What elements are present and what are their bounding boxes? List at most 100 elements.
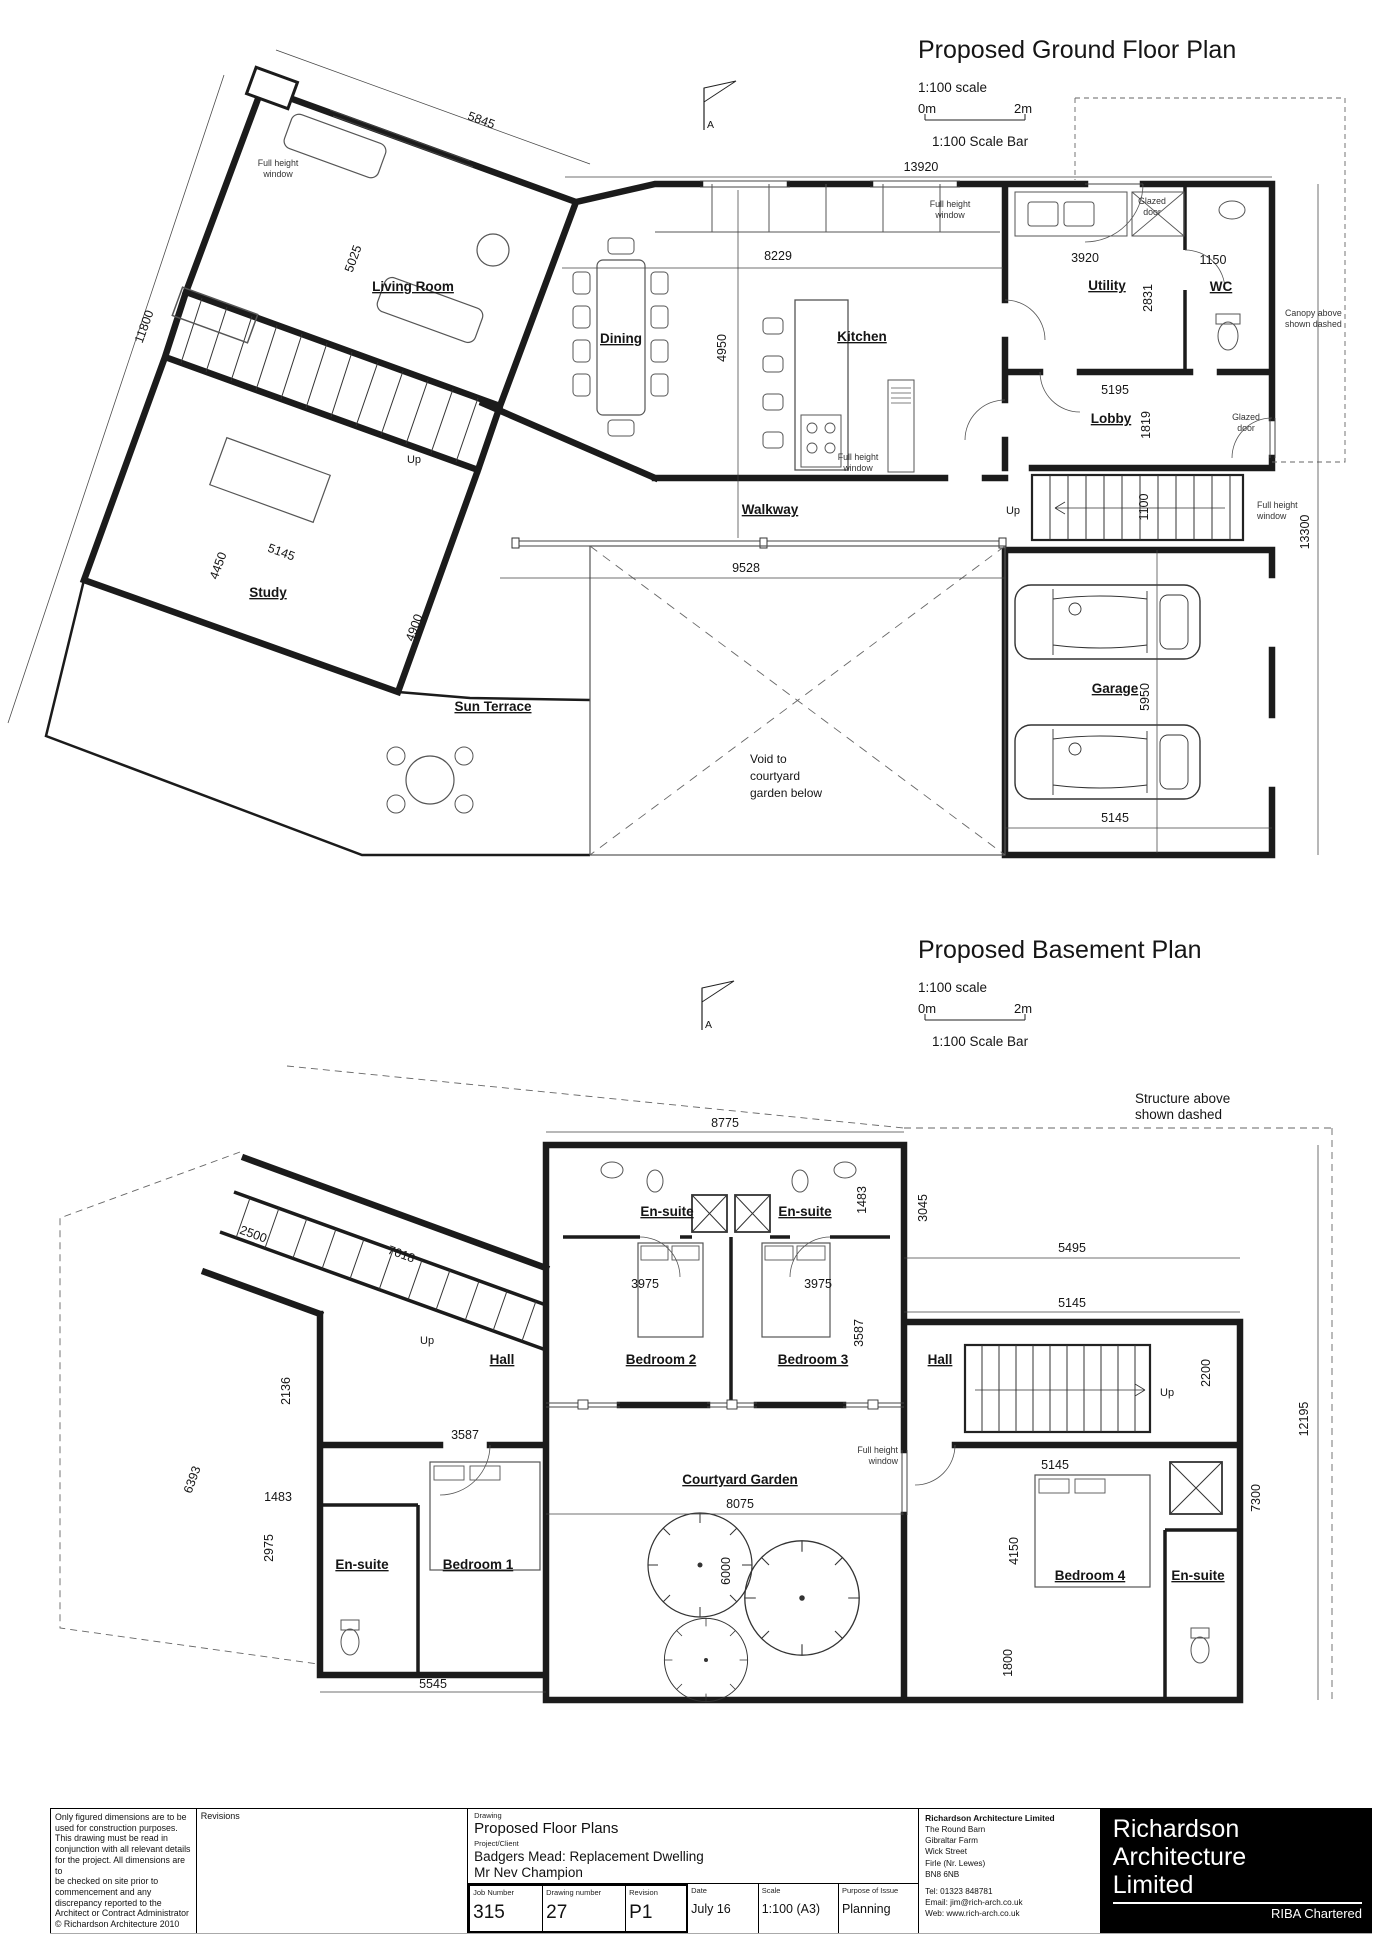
room-label-sun-terrace: Sun Terrace — [454, 699, 532, 714]
dim-8229: 8229 — [764, 249, 792, 263]
ann-up-right: Up — [1006, 505, 1020, 517]
bs-north-arrow: A — [701, 980, 735, 1031]
company-email: Email: jim@rich-arch.co.uk — [925, 1897, 1023, 1907]
ann-glazed-door-1: Glazed — [1232, 412, 1260, 422]
brand-line-2: Architecture — [1112, 1843, 1247, 1871]
company-details: Richardson Architecture Limited The Roun… — [919, 1809, 1101, 1933]
gf-stairs — [180, 297, 1245, 542]
client-name: Mr Nev Champion — [474, 1865, 583, 1881]
gf-room-labels: Living Room Dining Kitchen Utility WC Lo… — [249, 278, 1232, 714]
company-address-line: Firle (Nr. Lewes) — [925, 1858, 986, 1868]
room-label-bedroom-1: Bedroom 1 — [443, 1557, 514, 1572]
dim-1150: 1150 — [1200, 253, 1227, 267]
bs-scale-note: 1:100 scale — [918, 980, 987, 995]
gf-scale-note: 1:100 scale — [918, 80, 987, 95]
ann-full-height-2: window — [262, 169, 293, 179]
dim-6000: 6000 — [719, 1557, 733, 1585]
dim-9528: 9528 — [732, 561, 760, 575]
company-address-line: BN8 6NB — [925, 1869, 960, 1879]
dim-3920: 3920 — [1071, 251, 1099, 265]
note-line: conjunction with all relevant details — [55, 1844, 191, 1855]
dim-5145-b: 5145 — [1041, 1458, 1069, 1472]
dim-5145-a: 5145 — [1058, 1296, 1086, 1310]
ann-void-2: courtyard — [750, 769, 800, 783]
room-label-study: Study — [249, 585, 287, 600]
basement-plan: A Proposed Basement Plan 1:100 scale 0m … — [59, 936, 1333, 1704]
brand-line-1: Richardson — [1112, 1815, 1240, 1843]
dim-6393: 6393 — [181, 1464, 204, 1495]
gf-canopy-dashed — [1074, 97, 1346, 463]
ann-up-right: Up — [1160, 1387, 1174, 1399]
title-block: Only figured dimensions are to be used f… — [50, 1808, 1372, 1934]
bs-bar-2m: 2m — [1014, 1001, 1032, 1016]
ann-glazed-door-2: door — [1237, 423, 1255, 433]
dim-1800: 1800 — [1001, 1649, 1015, 1677]
gf-scale-bar — [924, 114, 1026, 121]
dim-2500: 2500 — [238, 1223, 269, 1246]
note-line: used for construction purposes. — [55, 1822, 178, 1833]
ground-floor-plan: A Proposed Ground Floor Plan 1:100 scale… — [7, 36, 1346, 859]
ann-canopy-1: Canopy above — [1285, 308, 1342, 318]
job-number-value: 315 — [473, 1902, 505, 1924]
bs-walls-thick — [200, 1141, 1244, 1704]
gf-dimension-lines — [7, 49, 1319, 855]
ann-canopy-2: shown dashed — [1285, 319, 1342, 329]
ann-full-height-2: window — [1256, 511, 1287, 521]
dim-3587-b: 3587 — [451, 1428, 479, 1442]
drawing-label: Drawing — [474, 1811, 502, 1820]
project-name: Badgers Mead: Replacement Dwelling — [474, 1848, 704, 1864]
dim-13920: 13920 — [904, 160, 939, 174]
room-label-ensuite-4: En-suite — [1171, 1568, 1225, 1583]
room-label-living: Living Room — [372, 279, 454, 294]
dim-1100: 1100 — [1137, 494, 1151, 521]
drawing-number-value: 27 — [546, 1902, 568, 1924]
ann-full-height-2: window — [842, 463, 873, 473]
ann-up-left: Up — [420, 1335, 434, 1347]
dim-12195: 12195 — [1297, 1402, 1311, 1437]
note-line: discrepancy reported to the — [55, 1897, 162, 1908]
room-label-wc: WC — [1210, 279, 1233, 294]
bs-bar-0m: 0m — [918, 1001, 936, 1016]
brand-line-3: Limited — [1112, 1871, 1194, 1899]
gf-bar-caption: 1:100 Scale Bar — [932, 134, 1029, 149]
dim-8775: 8775 — [711, 1116, 739, 1130]
gf-furniture — [171, 113, 1246, 814]
ann-glazed-door-2: door — [1143, 207, 1161, 217]
company-website: Web: www.rich-arch.co.uk — [925, 1908, 1020, 1918]
note-line: Architect or Contract Administrator — [55, 1908, 189, 1919]
gf-bar-2m: 2m — [1014, 101, 1032, 116]
ann-full-height-1: Full height — [838, 452, 879, 462]
dim-5545: 5545 — [419, 1677, 447, 1691]
gf-windows — [329, 109, 1276, 549]
ann-up-left: Up — [407, 454, 421, 466]
ann-full-height-1: Full height — [1257, 500, 1298, 510]
bs-annotations: Full height window Up Up — [420, 1335, 1174, 1466]
ann-full-height-1: Full height — [258, 158, 299, 168]
gf-title: Proposed Ground Floor Plan — [918, 36, 1236, 64]
revisions-label: Revisions — [200, 1811, 240, 1821]
gf-annotations-left: Full height window Canopy above shown da… — [750, 308, 1342, 800]
note-line: commencement and any — [55, 1887, 152, 1898]
ann-structure-1: Structure above — [1135, 1091, 1230, 1106]
bs-scale-bar — [924, 1014, 1026, 1021]
ann-void-3: garden below — [750, 786, 822, 800]
dim-3975-a: 3975 — [631, 1277, 659, 1291]
room-label-kitchen: Kitchen — [837, 329, 887, 344]
bs-bar-caption: 1:100 Scale Bar — [932, 1034, 1029, 1049]
room-label-bedroom-4: Bedroom 4 — [1055, 1568, 1126, 1583]
room-label-ensuite-1: En-suite — [335, 1557, 389, 1572]
ann-glazed-door-1: Glazed — [1138, 196, 1166, 206]
dim-5025: 5025 — [342, 243, 365, 274]
dim-2975: 2975 — [262, 1534, 276, 1562]
note-line: © Richardson Architecture 2010 — [55, 1919, 180, 1930]
dim-8075: 8075 — [726, 1497, 754, 1511]
room-label-lobby: Lobby — [1091, 411, 1132, 426]
dim-5195: 5195 — [1101, 383, 1129, 397]
note-line: Only figured dimensions are to be — [55, 1812, 187, 1822]
dim-13300: 13300 — [1298, 515, 1312, 550]
room-label-walkway: Walkway — [742, 502, 799, 517]
room-label-utility: Utility — [1088, 278, 1126, 293]
dim-2136: 2136 — [279, 1377, 293, 1405]
gf-void — [589, 545, 1006, 856]
